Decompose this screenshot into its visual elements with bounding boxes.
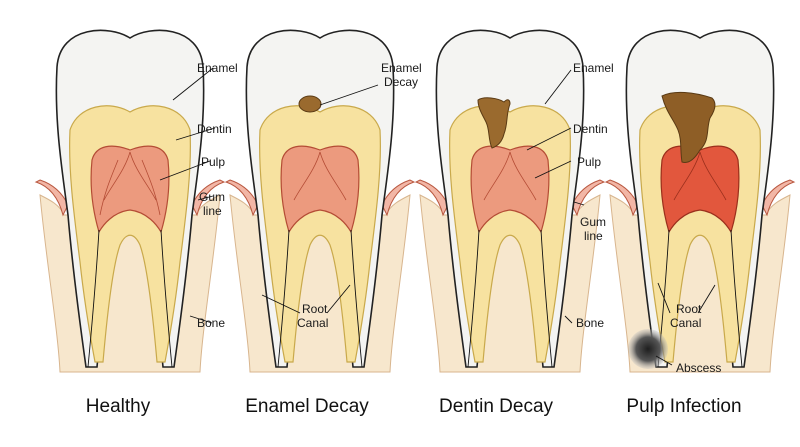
label-gum-line-1: Gum [199,190,225,204]
labels-healthy: Enamel Dentin Pulp Gum line Bone [197,61,238,330]
captions: Healthy Enamel Decay Dentin Decay Pulp I… [86,396,742,417]
pulp-vessels [99,151,161,216]
tooth-pulp-infection [604,29,796,373]
leader-lines [159,67,716,366]
caption-enamel-decay: Enamel Decay [245,396,369,417]
label-enamel-decay-1: Enamel [381,61,422,75]
labels-pulp-infection: Root Canal Abscess [670,302,721,375]
label-bone: Bone [576,316,604,330]
root-canal-right [540,229,553,368]
deep-decay-cavity [661,91,716,163]
label-enamel: Enamel [197,61,238,75]
tooth-healthy [34,29,226,373]
root-canal-left [87,229,100,368]
label-pulp: Pulp [577,155,601,169]
caption-dentin-decay: Dentin Decay [439,396,554,417]
label-root-canal-1: Root [676,302,702,316]
label-gum-line-2: line [203,204,222,218]
label-abscess: Abscess [676,361,721,375]
caption-pulp-infection: Pulp Infection [626,396,741,417]
root-canal-left [467,229,480,368]
dentin-decay-cavity [477,97,511,149]
abscess [628,329,668,369]
label-gum-line-2: line [584,229,603,243]
labels-enamel-decay: Enamel Decay Root Canal [297,61,422,330]
enamel-decay-spot [298,95,322,113]
tooth-enamel-decay [224,29,416,373]
label-root-canal-2: Canal [297,316,328,330]
label-enamel: Enamel [573,61,614,75]
root-canal-right [350,229,363,368]
label-pulp: Pulp [201,155,225,169]
labels-dentin-decay: Enamel Dentin Pulp Gum line Bone [573,61,614,330]
label-dentin: Dentin [197,122,232,136]
label-enamel-decay-2: Decay [384,75,418,89]
root-canal-left [277,229,290,368]
label-root-canal-2: Canal [670,316,701,330]
label-bone: Bone [197,316,225,330]
label-gum-line-1: Gum [580,215,606,229]
root-canal-right [160,229,173,368]
label-dentin: Dentin [573,122,608,136]
label-root-canal-1: Root [302,302,328,316]
tooth-dentin-decay [414,29,606,373]
caption-healthy: Healthy [86,396,151,417]
root-canal-right [730,229,743,368]
